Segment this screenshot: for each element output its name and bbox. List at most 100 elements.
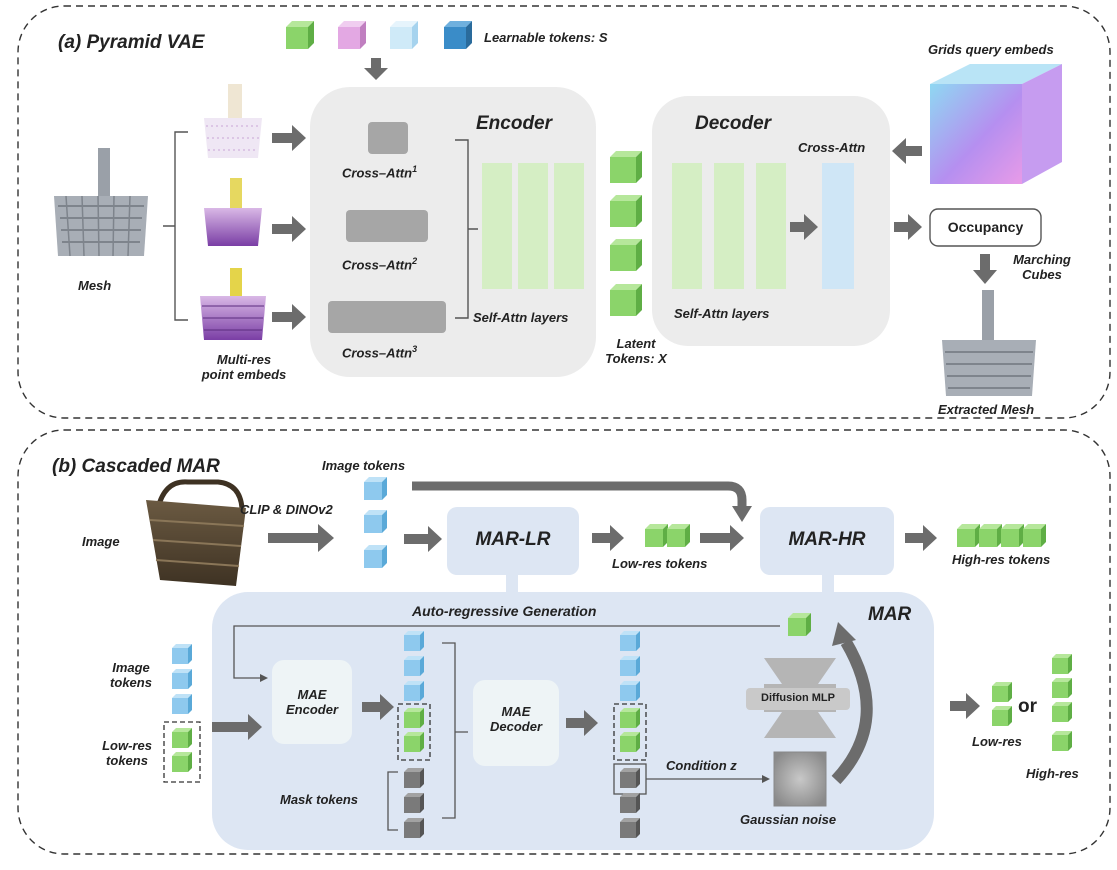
image-token-3 (364, 545, 387, 568)
gaussian-noise-label: Gaussian noise (740, 812, 837, 827)
cross-attn-1-text: Cross–Attn (342, 165, 413, 181)
latent-tokens-label: Latent Tokens: X (596, 336, 676, 366)
mid-low-res-token-2 (404, 732, 424, 752)
arrow-encoder-to-tokens (362, 694, 394, 720)
image-label: Image (82, 534, 120, 549)
right-mask-token-1 (620, 793, 640, 813)
bracket-mask-tokens (387, 771, 398, 831)
arrow-pc2-to-encoder (272, 216, 306, 242)
mar-hr-label: MAR-HR (788, 529, 866, 550)
point-cloud-low-res (204, 84, 262, 158)
cross-attn-1-block (368, 122, 408, 154)
encoder-label: Encoder (476, 113, 553, 134)
left-image-token-1 (172, 644, 192, 664)
cross-attn-3-label: Cross–Attn3 (342, 344, 417, 360)
output-low-res-token-2 (992, 706, 1012, 726)
decoder-self-attn-2 (714, 163, 744, 289)
image-tokens-top-label: Image tokens (322, 458, 406, 473)
mae-decoder-line1: MAE (501, 704, 531, 719)
condition-arrow-head (762, 775, 770, 783)
encoder-self-attn-label: Self-Attn layers (473, 310, 569, 325)
low-res-token-2 (667, 524, 690, 547)
mar-output-token (788, 613, 811, 636)
multi-res-line2: point embeds (201, 367, 287, 382)
decoder-self-attn-label: Self-Attn layers (674, 306, 770, 321)
arrow-head-skip (732, 506, 752, 522)
marching-cubes-label: Marching Cubes (1002, 252, 1082, 282)
mae-encoder-box (272, 660, 352, 744)
arrow-low-res-to-mar-hr (700, 525, 744, 551)
extracted-mesh-icon (942, 290, 1036, 396)
learnable-token-deep-blue (444, 21, 472, 49)
arrow-mar-hr-to-high-res (905, 525, 937, 551)
mask-token-2 (404, 793, 424, 813)
left-low-res-dashed-box (163, 721, 201, 783)
decoder-self-attn-1 (672, 163, 702, 289)
mar-label: MAR (868, 604, 912, 625)
left-low-res-label: Low-res tokens (92, 738, 162, 768)
cross-attn-2-sup: 2 (412, 256, 418, 266)
mae-decoder-line2: Decoder (489, 719, 543, 734)
mae-decoder-label: MAE Decoder (473, 704, 559, 734)
left-low-res-token-2 (172, 752, 192, 772)
image-basket-icon (146, 479, 246, 586)
right-image-token-1 (620, 631, 640, 651)
cross-attn-1-label: Cross–Attn1 (342, 164, 417, 180)
gaussian-noise-image (773, 751, 827, 807)
mae-encoder-line2: Encoder (285, 702, 338, 717)
arrow-image-tokens-to-mar-hr (412, 481, 747, 508)
point-cloud-high-res (200, 268, 266, 340)
connector-mar-lr (506, 575, 518, 593)
clip-label: CLIP & DINOv2 (240, 502, 333, 517)
mae-decoder-box (473, 680, 559, 766)
output-high-res-token-4 (1052, 731, 1072, 751)
connector-mar-hr (822, 575, 834, 593)
latent-line2: Tokens: X (605, 351, 667, 366)
left-image-tokens-line2: tokens (110, 675, 152, 690)
decoder-label: Decoder (695, 113, 772, 134)
mar-lr-label: MAR-LR (475, 529, 551, 550)
condition-label: Condition z (666, 758, 737, 773)
high-res-token-1 (957, 524, 980, 547)
arrow-mar-lr-to-low-res (592, 525, 624, 551)
cross-attn-2-text: Cross–Attn (342, 257, 413, 273)
latent-token-1 (610, 151, 642, 183)
mar-lr-box (447, 507, 579, 575)
high-res-tokens-label: High-res tokens (952, 552, 1051, 567)
decoder-cross-attn-label: Cross-Attn (798, 140, 866, 155)
arrow-tokens-to-mae-encoder (212, 714, 262, 740)
occupancy-label: Occupancy (947, 219, 1024, 235)
condition-token (620, 768, 640, 788)
grids-query-cube-icon (930, 64, 1062, 184)
autoregressive-label: Auto-regressive Generation (412, 603, 597, 619)
mid-image-token-1 (404, 631, 424, 651)
high-res-token-2 (979, 524, 1002, 547)
right-low-res-token-2 (620, 732, 640, 752)
left-image-token-3 (172, 694, 192, 714)
left-low-res-line1: Low-res (102, 738, 152, 753)
arrow-decoder-to-tokens (566, 710, 598, 736)
low-res-tokens-label: Low-res tokens (612, 556, 708, 571)
arrow-marching-cubes (973, 254, 997, 284)
learnable-token-pink (338, 21, 366, 49)
latent-token-3 (610, 239, 642, 271)
bracket-mesh (163, 131, 188, 321)
arrow-learnable-down (364, 58, 388, 80)
learnable-token-green (286, 21, 314, 49)
section-b-frame (17, 429, 1111, 855)
output-high-res-token-3 (1052, 702, 1072, 722)
mar-hr-box (760, 507, 894, 575)
or-label: or (1018, 696, 1037, 717)
autoregressive-loop-line (233, 625, 780, 679)
left-image-token-2 (172, 669, 192, 689)
right-image-token-2 (620, 656, 640, 676)
left-low-res-line2: tokens (106, 753, 148, 768)
learnable-tokens-label: Learnable tokens: S (484, 30, 608, 45)
low-res-token-1 (645, 524, 668, 547)
bracket-cross-attn (455, 139, 478, 319)
right-low-res-token-1 (620, 708, 640, 728)
diffusion-mlp-label: Diffusion MLP (761, 692, 835, 704)
output-high-res-token-2 (1052, 678, 1072, 698)
right-mask-token-2 (620, 818, 640, 838)
cross-attn-1-sup: 1 (412, 164, 418, 174)
